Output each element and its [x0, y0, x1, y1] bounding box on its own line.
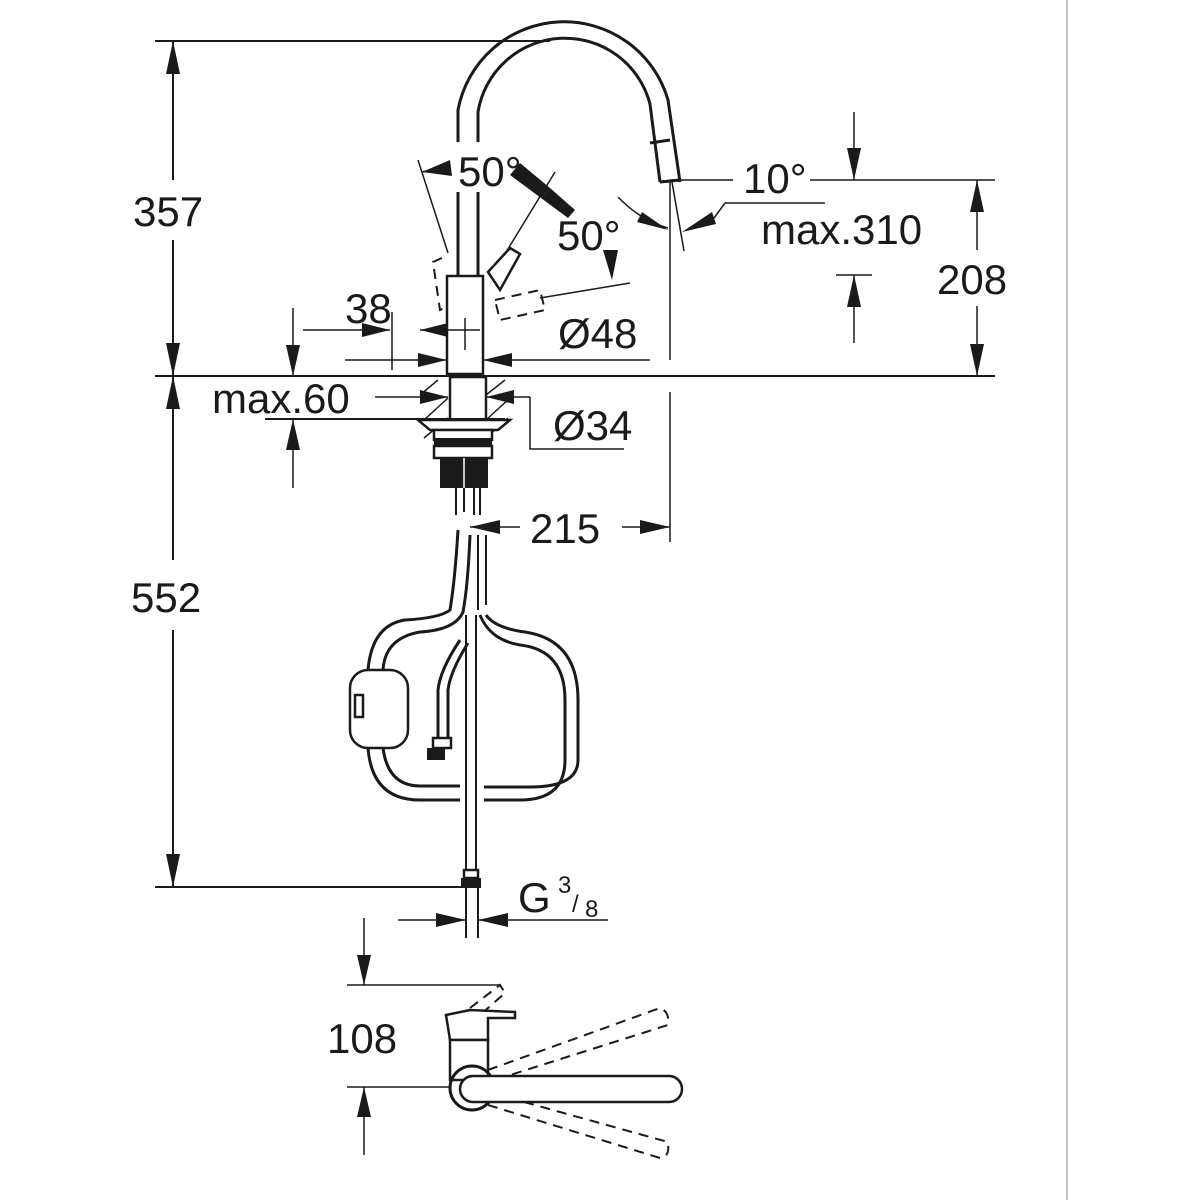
dim-label-d34: Ø34 [553, 402, 632, 449]
connection-thread: G 3 / 8 [398, 868, 608, 938]
dim-label-38: 38 [345, 285, 392, 332]
dimension-max310-arrows [810, 112, 995, 343]
pullout-hose [348, 529, 580, 875]
top-view-faucet [444, 983, 684, 1160]
lever-angle-front: 50° [499, 163, 631, 299]
dim-label-max310: max.310 [761, 206, 922, 253]
angle-label-50-left: 50° [458, 148, 522, 195]
faucet-body [431, 246, 547, 376]
dimension-108: 108 [327, 918, 500, 1155]
thread-fraction-slash: / [572, 891, 579, 918]
dimension-208: 208 [937, 180, 1007, 376]
dimension-38: 38 [303, 285, 480, 370]
dim-label-552: 552 [131, 574, 201, 621]
dim-label-max60: max.60 [212, 375, 350, 422]
thread-fraction-num: 3 [558, 872, 571, 899]
spout [456, 20, 682, 278]
dim-label-215: 215 [530, 505, 600, 552]
dimension-357: 357 [133, 40, 550, 376]
dimension-d34: Ø34 [486, 390, 632, 450]
deck-section [265, 375, 514, 515]
thread-label-g: G [518, 874, 551, 921]
spray-angle: 10° max.310 [617, 155, 922, 253]
dimension-max60: max.60 [212, 308, 448, 488]
frame-border [1066, 0, 1068, 1200]
dim-label-208: 208 [937, 256, 1007, 303]
dimension-d48: Ø48 [345, 310, 650, 367]
angle-label-10: 10° [743, 155, 807, 202]
dim-label-357: 357 [133, 188, 203, 235]
lever-angle-left: 50° [417, 148, 522, 254]
dim-label-108: 108 [327, 1015, 397, 1062]
thread-fraction-den: 8 [585, 896, 598, 923]
dim-label-d48: Ø48 [558, 310, 637, 357]
dimension-215: 215 [470, 182, 671, 552]
dimension-552: 552 [131, 376, 470, 888]
